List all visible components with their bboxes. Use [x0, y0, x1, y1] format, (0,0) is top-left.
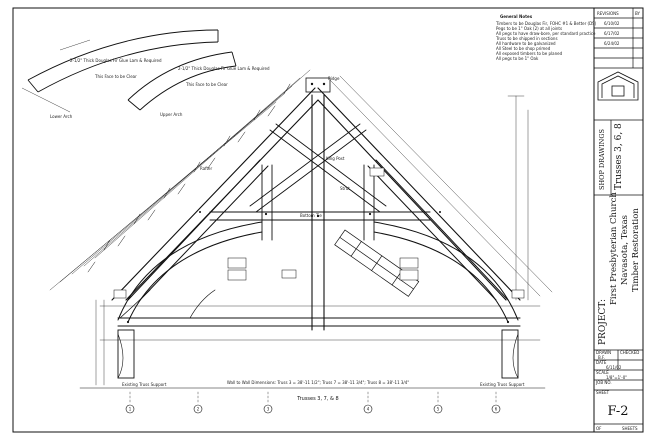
upper-arch-spec: 2-1/2" Thick Douglas Fir Glue Lam & Requ…: [178, 66, 270, 71]
member-label: Strut: [340, 186, 350, 191]
member-label: Rafter: [200, 166, 213, 171]
note-line: All pegs to be 1" Oak: [496, 56, 539, 61]
drawn-label: DRAWN: [596, 350, 611, 355]
member-label: Bottom Tie: [300, 213, 322, 218]
project-line-1: First Presbyterian Church: [609, 192, 619, 305]
notes-list: Timbers to be Douglas Fir, FOHC #1 & Bet…: [495, 21, 597, 61]
checked-label: CHECKED: [620, 350, 639, 355]
upper-arch-note: This Face to be Clear: [185, 82, 228, 87]
notes-heading: General Notes: [500, 14, 533, 19]
scale-label: SCALE: [596, 370, 609, 375]
lower-arch-spec: 2-1/2" Thick Douglas Fir Glue Lam & Requ…: [70, 58, 162, 63]
support-label-right: Existing Truss Support: [480, 382, 525, 387]
drawn-value: B.F.: [598, 355, 605, 360]
note-line: All pegs to have draw-bore, per standard…: [496, 31, 596, 36]
grid-label: 3: [267, 407, 270, 412]
scale-value: 1/8"=1'-0": [606, 375, 627, 380]
note-line: All Steel to be shop primed: [496, 46, 551, 51]
note-line: Truss to be shipped in sections: [495, 36, 558, 41]
note-line: Pegs to be 1" Oak (2) at all joints: [496, 26, 562, 31]
revision-date: 6/17/02: [604, 31, 620, 36]
truss-caption: Trusses 3, 7, & 8: [296, 396, 338, 402]
member-label: Ridge: [328, 76, 340, 81]
revisions-header: REVISIONS: [597, 11, 619, 16]
upper-arch-detail: [127, 51, 237, 111]
sheet-number: F-2: [607, 404, 628, 419]
date-value: 6/11/02: [606, 365, 622, 370]
sheet-label: SHEET: [596, 390, 610, 395]
lower-arch-note: This Face to be Clear: [94, 74, 137, 79]
left-dimension-ticks: [87, 83, 291, 273]
support-label-left: Existing Truss Support: [122, 382, 167, 387]
grid-label: 6: [495, 407, 498, 412]
member-label: King Post: [326, 156, 345, 161]
grid-circles: [125, 404, 501, 414]
revision-date: 6/24/02: [604, 41, 620, 46]
peg-marks: [126, 82, 510, 324]
upper-arch-title: Upper Arch: [160, 112, 183, 117]
sheets-label: SHEETS: [622, 426, 638, 431]
grid-label: 2: [197, 407, 200, 412]
member-labels: Bottom Tie Ridge King Post Rafter Strut: [200, 76, 350, 218]
right-dimension-lines: [329, 75, 553, 297]
span-note: Wall to Wall Dimensions: Truss 3 = 38'-1…: [227, 380, 409, 385]
sheet-border: [12, 7, 644, 433]
grid-label: 5: [437, 407, 440, 412]
grid-labels: 1 2 3 4 5 6: [129, 407, 498, 412]
lower-arch-title: Lower Arch: [50, 114, 73, 119]
callout-boxes: [113, 167, 525, 299]
job-label: JOB NO.: [595, 380, 612, 385]
note-line: All exposed timbers to be planed: [496, 51, 563, 56]
note-line: Timbers to be Douglas Fir, FOHC #1 & Bet…: [495, 21, 597, 26]
title-block-grid: [594, 8, 643, 425]
info-block: DRAWN CHECKED B.F. DATE 6/11/02 SCALE 1/…: [595, 350, 639, 431]
company-logo: [597, 71, 639, 101]
shop-drawings-label: SHOP DRAWINGS: [598, 128, 606, 190]
truss-elevation: [49, 69, 553, 405]
date-label: DATE: [596, 360, 607, 365]
project-label: PROJECT:: [598, 299, 608, 345]
grid-label: 4: [367, 407, 370, 412]
project-line-2: Navasota, Texas: [620, 214, 630, 285]
note-line: All hardware to be galvanized: [496, 41, 556, 46]
shop-drawings-subtitle: Trusses 3, 6, 8: [614, 123, 624, 190]
left-dimension-lines: [49, 69, 311, 291]
project-line-3: Timber Restoration: [631, 208, 641, 292]
lower-arch-detail: [21, 29, 219, 113]
grid-label: 1: [129, 407, 132, 412]
revisions-by-header: BY: [635, 11, 641, 16]
revision-date: 6/10/02: [604, 21, 620, 26]
grid-leaders: [129, 391, 497, 405]
of-label: OF: [596, 426, 602, 431]
